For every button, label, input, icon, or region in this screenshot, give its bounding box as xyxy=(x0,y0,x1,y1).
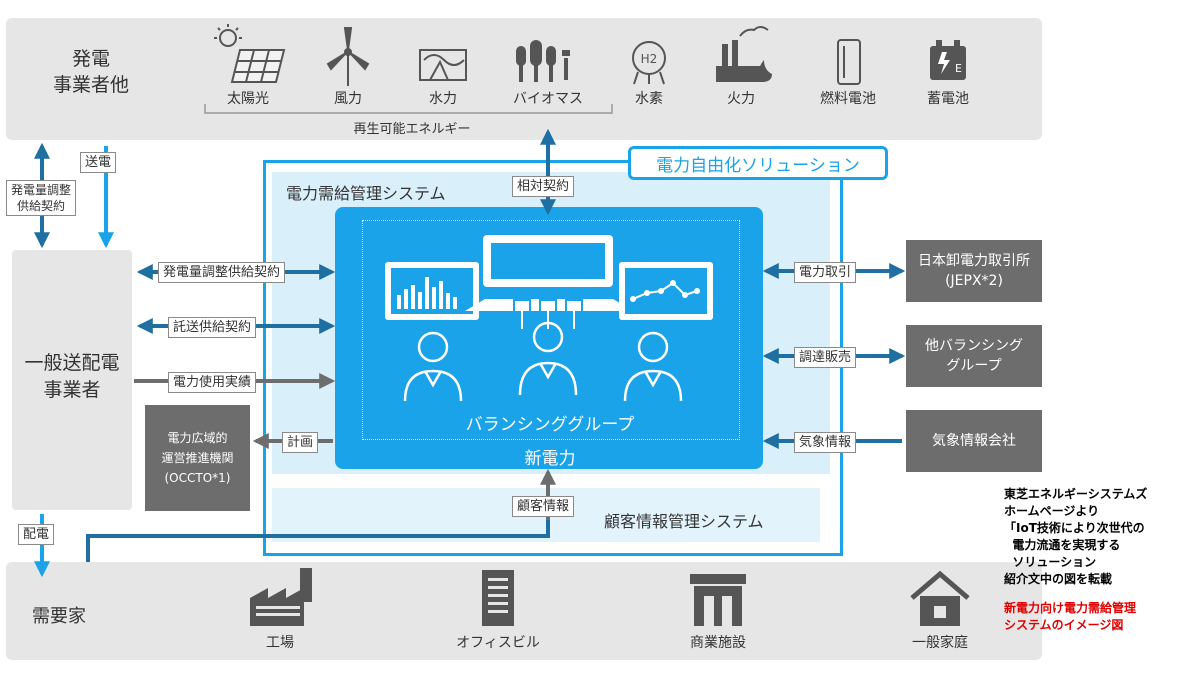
power-trading-label: 電力取引 xyxy=(794,262,857,283)
consumer-label-commercial: 商業施設 xyxy=(690,635,746,651)
renewable-label: 再生可能エネルギー xyxy=(353,122,471,137)
operator-person-icon xyxy=(623,331,683,402)
note-line: 東芝エネルギーシステムズ xyxy=(1004,487,1148,501)
plan-label: 計画 xyxy=(282,432,319,453)
generator-band xyxy=(6,18,1042,140)
relative-contract-label: 相対契約 xyxy=(512,176,575,197)
generator-label-hydrogen: 水素 xyxy=(635,91,663,107)
bar-chart-monitor-icon xyxy=(385,262,479,320)
generator-label-thermal: 火力 xyxy=(727,91,755,107)
hydro-dam-icon xyxy=(419,49,467,81)
customer-system-label: 顧客情報管理システム xyxy=(604,512,764,531)
consumer-band xyxy=(6,562,1042,660)
office-building-icon xyxy=(482,570,514,626)
commercial-facility-icon xyxy=(690,574,746,626)
customer-data-line xyxy=(86,520,550,562)
note-red-line: システムのイメージ図 xyxy=(1004,618,1124,632)
consumer-icons xyxy=(250,568,970,626)
operator-person-icon xyxy=(403,331,463,402)
generator-label-hydro: 水力 xyxy=(429,91,457,107)
balancing-group-label: バランシンググループ xyxy=(465,415,635,435)
usage-results-label: 電力使用実績 xyxy=(168,372,257,393)
tso-label: 一般送配電 事業者 xyxy=(24,352,120,401)
biomass-icon xyxy=(516,40,570,82)
generator-label-fuel-cell: 燃料電池 xyxy=(820,91,876,107)
balancing-group-frame xyxy=(362,220,740,440)
consumer-label-factory: 工場 xyxy=(266,635,294,651)
generator-label-solar: 太陽光 xyxy=(227,91,269,107)
consumer-label-office: オフィスビル xyxy=(456,635,540,651)
gen-contract-label: 発電量調整 供給契約 xyxy=(6,180,77,216)
weather-info-label: 気象情報 xyxy=(794,432,857,453)
procurement-sales-label: 調達販売 xyxy=(794,347,857,368)
generator-title: 発電 事業者他 xyxy=(52,48,129,96)
generator-label-battery: 蓄電池 xyxy=(927,91,969,107)
battery-badge: E xyxy=(955,62,962,75)
hydrogen-badge: H2 xyxy=(641,52,658,66)
note-line: ソリューション xyxy=(1004,555,1097,569)
note-red-line: 新電力向け電力需給管理 xyxy=(1004,601,1137,615)
consumer-label-home: 一般家庭 xyxy=(912,635,968,651)
battery-icon xyxy=(930,40,966,80)
transmission-label: 送電 xyxy=(80,152,117,173)
jepx-box: 日本卸電力取引所 (JEPX*2) xyxy=(906,240,1042,302)
distribution-label: 配電 xyxy=(18,524,55,545)
operator-person-icon xyxy=(518,321,578,396)
factory-icon xyxy=(250,568,312,626)
tso-box xyxy=(12,250,132,510)
customer-info-label: 顧客情報 xyxy=(512,496,575,517)
source-note: 東芝エネルギーシステムズ ホームページより 「IoT技術により次世代の 電力流通… xyxy=(1004,486,1147,634)
new-power-label: 新電力 xyxy=(524,449,576,469)
balancing-group-illustration xyxy=(385,235,713,402)
center-screen-icon xyxy=(465,235,633,329)
generator-label-wind: 風力 xyxy=(334,91,362,107)
other-balancing-group-box: 他バランシング グループ xyxy=(906,325,1042,387)
note-line: 電力流通を実現する xyxy=(1004,538,1121,552)
consumer-title: 需要家 xyxy=(32,606,86,627)
supply-demand-system-label: 電力需給管理システム xyxy=(286,184,446,203)
thermal-plant-icon xyxy=(716,26,772,82)
gen-adjust-contract-label: 発電量調整供給契約 xyxy=(158,262,286,283)
occto-box: 電力広域的 運営推進機関 (OCCTO*1) xyxy=(145,405,250,511)
house-icon xyxy=(910,570,970,626)
wind-turbine-icon xyxy=(326,27,370,86)
generator-icons: H2 E xyxy=(204,24,966,114)
renewable-bracket xyxy=(204,104,613,114)
solution-label: 電力自由化ソリューション xyxy=(656,156,860,176)
note-line: 紹介文中の図を転載 xyxy=(1004,572,1113,586)
line-chart-monitor-icon xyxy=(619,262,713,320)
hydrogen-tank-icon xyxy=(632,41,666,85)
note-line: 「IoT技術により次世代の xyxy=(1004,521,1145,535)
solution-label-box xyxy=(628,146,888,180)
generator-label-biomass: バイオマス xyxy=(513,91,583,107)
solar-panel-icon xyxy=(214,24,286,83)
weather-company-box: 気象情報会社 xyxy=(906,410,1042,472)
note-line: ホームページより xyxy=(1004,504,1100,518)
consignment-contract-label: 託送供給契約 xyxy=(168,317,257,338)
fuel-cell-icon xyxy=(837,39,861,85)
